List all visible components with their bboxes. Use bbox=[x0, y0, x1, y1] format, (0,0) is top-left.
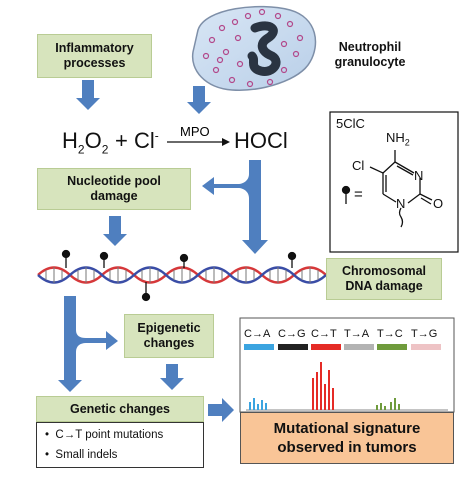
context-c-a: C→A bbox=[244, 328, 271, 340]
legend-bar-c-a bbox=[244, 344, 274, 350]
arrow-hocl-split bbox=[202, 160, 268, 254]
neutrophil-cell-icon bbox=[191, 5, 317, 91]
arrow-epigenetic-to-genetic bbox=[160, 364, 184, 390]
arrow-nucleotide-to-dna bbox=[103, 216, 127, 246]
chloride-formula: Cl- bbox=[134, 128, 159, 153]
neutrophil-line-2: granulocyte bbox=[334, 55, 406, 69]
chromosomal-damage-box: Chromosomal DNA damage bbox=[326, 258, 442, 300]
epigenetic-changes-box: Epigenetic changes bbox=[124, 314, 214, 358]
plus-sign: + bbox=[115, 128, 128, 153]
epigenetic-line-2: changes bbox=[143, 336, 195, 350]
neutrophil-label: Neutrophil granulocyte bbox=[316, 40, 424, 70]
context-c-g: C→G bbox=[278, 328, 306, 340]
context-t-g: T→G bbox=[411, 328, 438, 340]
context-t-c: T→C bbox=[377, 328, 403, 340]
pyrimidine-ring bbox=[369, 150, 433, 228]
spectrum-panel-frame bbox=[239, 317, 455, 413]
chromosomal-line-1: Chromosomal bbox=[341, 264, 427, 278]
dna-double-helix bbox=[37, 266, 327, 284]
genetic-item-point-mutations: • C→T point mutations bbox=[45, 429, 164, 441]
chlorine-label: Cl bbox=[352, 158, 365, 173]
arrow-genetic-to-signature bbox=[208, 398, 234, 422]
arrow-inflammatory-to-h2o2 bbox=[76, 80, 100, 110]
lesion-equals-sign: = bbox=[354, 186, 363, 203]
legend-bar-t-a bbox=[344, 344, 374, 350]
chromosomal-line-2: DNA damage bbox=[345, 279, 423, 293]
inflammatory-processes-box: Inflammatory processes bbox=[37, 34, 152, 78]
nucleotide-line-1: Nucleotide pool bbox=[67, 174, 161, 188]
neutrophil-line-1: Neutrophil bbox=[338, 40, 402, 54]
spectrum-bars bbox=[246, 362, 448, 411]
legend-bar-c-g bbox=[278, 344, 308, 350]
context-t-a: T→A bbox=[344, 328, 370, 340]
mpo-reaction-arrow bbox=[167, 138, 230, 146]
legend-bar-c-t bbox=[311, 344, 341, 350]
inflammatory-line-2: processes bbox=[63, 56, 126, 70]
signature-line-2: observed in tumors bbox=[277, 439, 417, 456]
legend-bar-t-c bbox=[377, 344, 407, 350]
lesion-legend-pin bbox=[341, 185, 351, 204]
context-c-t: C→T bbox=[311, 328, 337, 340]
genetic-changes-title: Genetic changes bbox=[69, 401, 171, 416]
legend-bar-t-g bbox=[411, 344, 441, 350]
epigenetic-line-1: Epigenetic bbox=[137, 321, 201, 335]
hocl-formula: HOCl bbox=[234, 128, 288, 153]
mutational-signature-box: Mutational signature observed in tumors bbox=[240, 412, 454, 464]
arrow-neutrophil-to-mpo bbox=[187, 86, 211, 114]
chemical-name-5clc: 5ClC bbox=[336, 116, 365, 131]
genetic-changes-box: Genetic changes bbox=[36, 396, 204, 422]
genetic-changes-list: • C→T point mutations • Small indels bbox=[36, 422, 204, 468]
arrow-dna-to-genetic bbox=[58, 296, 118, 392]
h2o2-formula: H2O2 bbox=[62, 128, 109, 157]
nucleotide-line-2: damage bbox=[90, 189, 138, 203]
genetic-item-small-indels: • Small indels bbox=[45, 449, 118, 461]
inflammatory-line-1: Inflammatory bbox=[55, 41, 134, 55]
dna-lesion-markers bbox=[61, 249, 297, 302]
ring-nitrogen-bottom: N bbox=[396, 196, 406, 211]
ring-nitrogen-top: N bbox=[414, 168, 424, 183]
chemical-structure-frame bbox=[329, 111, 459, 253]
amine-label: NH2 bbox=[386, 130, 410, 148]
oxygen-label: O bbox=[433, 196, 444, 211]
nucleotide-pool-box: Nucleotide pool damage bbox=[37, 168, 191, 210]
mpo-label: MPO bbox=[180, 124, 210, 139]
signature-line-1: Mutational signature bbox=[273, 420, 421, 437]
